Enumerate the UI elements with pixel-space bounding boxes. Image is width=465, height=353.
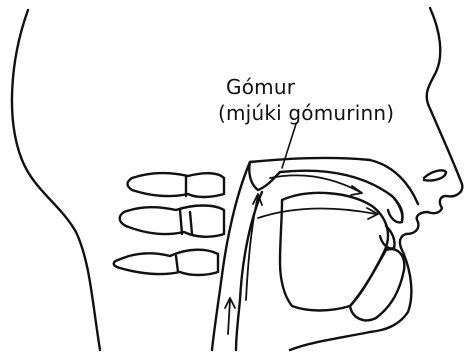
airflow-arrow-pharynx-up bbox=[246, 194, 262, 300]
pharynx-front-wall bbox=[236, 192, 262, 350]
soft-palate-outline bbox=[249, 162, 280, 190]
label-palate: Gómur bbox=[226, 76, 295, 98]
vertebra-1 bbox=[128, 173, 225, 197]
head-back-outline bbox=[12, 10, 100, 350]
label-leader-line bbox=[282, 124, 296, 168]
vertebra-3 bbox=[114, 250, 218, 275]
upper-teeth-outline bbox=[388, 198, 403, 222]
airflow-arrow-lower bbox=[225, 298, 235, 334]
airflow-arrow-oral bbox=[258, 208, 378, 219]
label-soft-palate: (mjúki gómurinn) bbox=[218, 102, 394, 124]
mandible-outline bbox=[350, 249, 404, 320]
nostril-outline bbox=[424, 170, 446, 180]
vertebra-2 bbox=[120, 206, 224, 237]
